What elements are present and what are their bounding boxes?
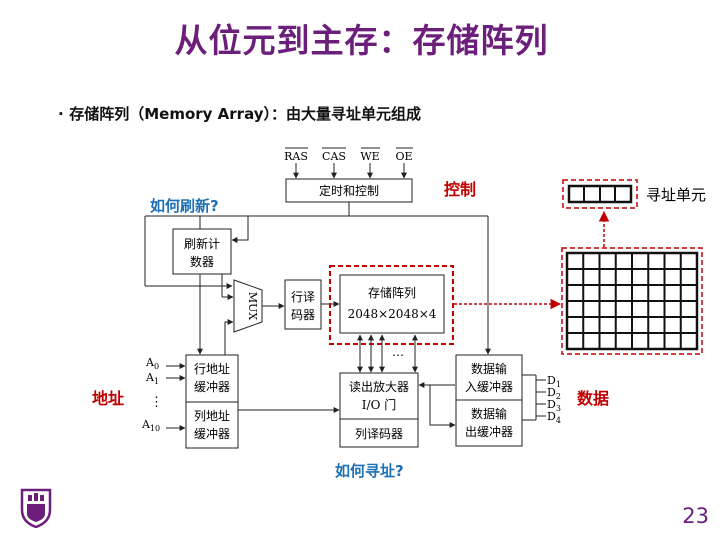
bullet-dot: · xyxy=(58,105,64,123)
pin-a10: A10 xyxy=(141,418,160,433)
signal-we: WE xyxy=(360,150,379,163)
memory-array-label-2: 2048×2048×4 xyxy=(348,307,437,321)
row-address-buffer-block xyxy=(185,354,239,403)
pin-a0: A0 xyxy=(145,356,159,371)
row-decoder-label-2: 码器 xyxy=(291,308,315,322)
col-address-buffer-label-2: 缓冲器 xyxy=(194,426,230,441)
data-annotation: 数据 xyxy=(577,389,609,408)
data-out-buffer-block xyxy=(455,399,523,447)
data-in-buffer-label-2: 入缓冲器 xyxy=(465,379,513,394)
sense-amp-block xyxy=(339,372,419,420)
pin-a1: A1 xyxy=(145,371,159,386)
refresh-counter-block xyxy=(172,228,232,275)
data-out-buffer-label-1: 数据输 xyxy=(471,406,507,421)
addressable-unit-label: 寻址单元 xyxy=(646,186,706,204)
array-io-lines xyxy=(357,334,418,373)
data-out-buffer-label-2: 出缓冲器 xyxy=(465,424,513,439)
control-annotation: 控制 xyxy=(444,180,476,199)
data-in-buffer-block xyxy=(455,354,523,401)
signal-ras: RAS xyxy=(284,150,308,163)
refresh-counter-label-1: 刷新计 xyxy=(184,236,220,251)
control-signals: RAS CAS WE OE xyxy=(284,147,413,179)
bullet-text: 存储阵列（Memory Array）：由大量寻址单元组成 xyxy=(69,105,422,123)
sense-amp-label-1: 读出放大器 xyxy=(349,379,409,394)
memory-array-block xyxy=(339,274,445,334)
signal-cas: CAS xyxy=(322,150,346,163)
address-pin-lines xyxy=(166,363,186,431)
refresh-counter-label-2: 数器 xyxy=(190,254,214,269)
mux-block xyxy=(233,279,263,333)
row-address-buffer-label-2: 缓冲器 xyxy=(194,379,230,394)
io-lines-ellipsis: … xyxy=(392,345,404,359)
pin-d1: D1 xyxy=(547,374,561,389)
timing-control-label: 定时和控制 xyxy=(319,183,379,198)
mux-label: MUX xyxy=(246,292,259,321)
address-pins: A0 A1 ⋮ A10 xyxy=(141,356,163,433)
address-annotation: 地址 xyxy=(92,389,124,408)
sense-amp-label-2: I/O 门 xyxy=(362,397,396,412)
data-pin-lines xyxy=(522,374,546,421)
page-number: 23 xyxy=(682,504,709,528)
addressable-unit xyxy=(562,179,638,209)
pin-d4: D4 xyxy=(547,410,561,425)
row-address-buffer-label-1: 行地址 xyxy=(194,362,230,376)
how-address-annotation: 如何寻址? xyxy=(335,462,404,480)
signal-oe: OE xyxy=(395,150,412,163)
col-decoder-label: 列译码器 xyxy=(355,427,403,441)
memory-array-highlight xyxy=(329,265,454,345)
memory-grid xyxy=(561,247,703,355)
pin-d3: D3 xyxy=(547,398,561,413)
university-logo xyxy=(18,486,54,532)
col-decoder-block xyxy=(339,418,419,448)
slide-title: 从位元到主存：存储阵列 xyxy=(174,21,549,60)
data-pins: D1 D2 D3 D4 xyxy=(547,374,561,425)
pin-dots: ⋮ xyxy=(150,395,163,410)
how-refresh-annotation: 如何刷新? xyxy=(150,197,219,215)
row-decoder-label-1: 行译 xyxy=(291,290,315,304)
col-address-buffer-label-1: 列地址 xyxy=(194,409,230,423)
col-address-buffer-block xyxy=(185,401,239,449)
pin-d2: D2 xyxy=(547,386,561,401)
bullet-point: · 存储阵列（Memory Array）：由大量寻址单元组成 xyxy=(58,103,421,124)
memory-array-label-1: 存储阵列 xyxy=(368,285,416,300)
data-in-buffer-label-1: 数据输 xyxy=(471,361,507,376)
